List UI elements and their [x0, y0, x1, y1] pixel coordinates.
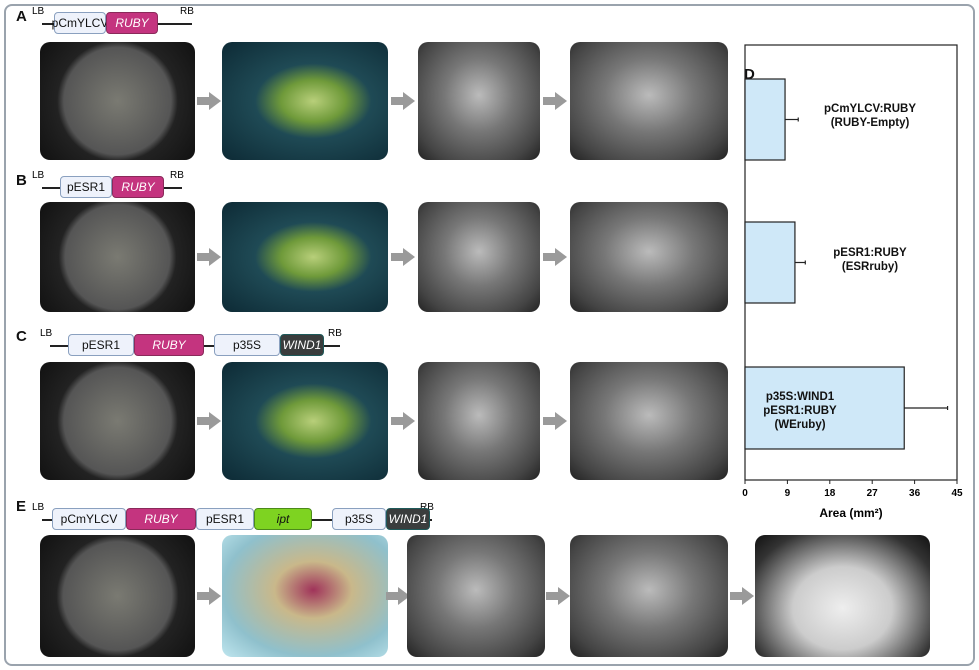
x-tick-label: 0 [742, 488, 748, 499]
bar-label: pCmYLCV:RUBY (RUBY-Empty) [790, 102, 950, 130]
x-axis-label: Area (mm²) [819, 506, 883, 520]
panel-label-c: C [16, 328, 27, 345]
arrow-icon [196, 412, 221, 430]
lb-label: LB [32, 170, 45, 181]
lb-label: LB [32, 6, 45, 17]
arrow-icon [391, 248, 415, 266]
bar-label: p35S:WIND1 pESR1:RUBY (WEruby) [720, 390, 880, 432]
bar-label-line: (ESRruby) [841, 261, 899, 273]
x-tick-label: 45 [951, 488, 963, 499]
petri-dish-photo [40, 535, 195, 657]
x-tick-label: 36 [909, 488, 921, 499]
bar-label-line: pESR1:RUBY [833, 247, 907, 259]
construct-element-wind1: WIND1 [386, 508, 430, 530]
lb-label: LB [40, 328, 53, 339]
stereo-micrograph [222, 535, 388, 657]
sem-micrograph [418, 362, 540, 480]
arrow-icon [543, 412, 567, 430]
arrow-icon [385, 587, 410, 605]
arrow-icon [196, 587, 221, 605]
stereo-micrograph [222, 362, 388, 480]
arrow-icon [545, 587, 570, 605]
x-tick-label: 18 [824, 488, 836, 499]
x-tick-label: 27 [866, 488, 878, 499]
construct-element-p35s: p35S [214, 334, 280, 356]
construct-element-pcmylcv: pCmYLCV [52, 508, 126, 530]
construct-element-pesr1: pESR1 [60, 176, 112, 198]
arrow-icon [543, 248, 567, 266]
bar-label-line: (RUBY-Empty) [830, 117, 910, 129]
bar [744, 221, 796, 304]
bar [744, 78, 786, 161]
stereo-micrograph [222, 42, 388, 160]
sem-micrograph [407, 535, 545, 657]
petri-dish-photo [40, 362, 195, 480]
construct-element-ruby: RUBY [112, 176, 164, 198]
sem-micrograph [570, 362, 728, 480]
sem-micrograph [418, 42, 540, 160]
sem-micrograph [418, 202, 540, 312]
bar-label: pESR1:RUBY (ESRruby) [790, 246, 950, 274]
construct-element-pcmylcv: pCmYLCV [52, 12, 108, 34]
construct-element-ruby: RUBY [106, 12, 158, 34]
petri-dish-photo [755, 535, 930, 657]
panel-label-d: D [744, 66, 755, 83]
bar-label-line: pESR1:RUBY [763, 405, 837, 417]
arrow-icon [391, 412, 415, 430]
petri-dish-photo [40, 202, 195, 312]
arrow-icon [543, 92, 567, 110]
rb-label: RB [328, 328, 342, 339]
panel-label-e: E [16, 498, 27, 515]
sem-micrograph [570, 202, 728, 312]
construct-element-ruby: RUBY [126, 508, 196, 530]
panel-label-b: B [16, 172, 27, 189]
x-tick-label: 9 [784, 488, 791, 499]
construct-element-ipt: ipt [254, 508, 312, 530]
panel-label-a: A [16, 8, 27, 25]
bar-label-line: pCmYLCV:RUBY [823, 103, 916, 115]
arrow-icon [729, 587, 754, 605]
construct-element-pesr1: pESR1 [68, 334, 134, 356]
sem-micrograph [570, 42, 728, 160]
arrow-icon [391, 92, 415, 110]
figure-frame [4, 4, 975, 666]
sem-micrograph [570, 535, 728, 657]
rb-label: RB [170, 170, 184, 181]
bar-label-line: p35S:WIND1 [765, 391, 835, 403]
arrow-icon [196, 248, 221, 266]
petri-dish-photo [40, 42, 195, 160]
rb-label: RB [420, 502, 434, 513]
rb-label: RB [180, 6, 194, 17]
construct-element-ruby: RUBY [134, 334, 204, 356]
bar-label-line: (WEruby) [774, 419, 826, 431]
construct-element-p35s: p35S [332, 508, 386, 530]
construct-element-wind1: WIND1 [280, 334, 324, 356]
construct-element-pesr1: pESR1 [196, 508, 254, 530]
bar [744, 366, 905, 450]
lb-label: LB [32, 502, 45, 513]
stereo-micrograph [222, 202, 388, 312]
arrow-icon [196, 92, 221, 110]
